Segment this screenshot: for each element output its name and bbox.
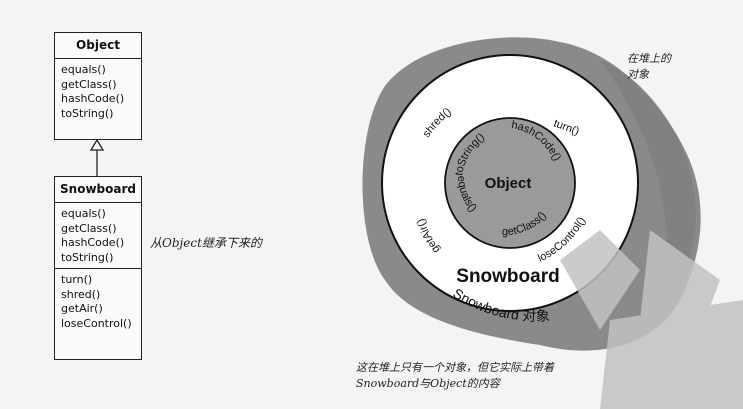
own-method: turn(): [61, 273, 93, 286]
own-method: getAir(): [61, 302, 103, 315]
own-method: loseControl(): [61, 316, 132, 330]
object-method: toString(): [61, 106, 114, 120]
inherited-method: hashCode(): [61, 236, 125, 249]
caption-line2: Snowboard与Object的内容: [356, 377, 500, 390]
watermark: [560, 230, 743, 409]
inherited-method: getClass(): [61, 221, 117, 235]
heap-label-line2: 对象: [627, 68, 649, 81]
object-core: [444, 117, 576, 249]
snowboard-class-name: Snowboard: [55, 177, 141, 203]
inherited-note: 从Object继承下来的: [150, 236, 262, 250]
object-methods: equals() getClass() hashCode() toString(…: [55, 59, 141, 124]
object-method: equals(): [61, 63, 106, 76]
inherited-method: toString(): [61, 250, 114, 264]
snowboard-inherited-methods: equals() getClass() hashCode() toString(…: [55, 203, 141, 268]
snowboard-class-box: Snowboard equals() getClass() hashCode()…: [54, 176, 142, 360]
snowboard-own-methods: turn() shred() getAir() loseControl(): [55, 268, 141, 334]
inherited-method: equals(): [61, 207, 106, 220]
own-method: shred(): [61, 287, 101, 301]
object-method: getClass(): [61, 77, 117, 91]
object-class-box: Object equals() getClass() hashCode() to…: [54, 32, 142, 140]
object-method: hashCode(): [61, 92, 125, 105]
snowboard-heap-label: Snowboard: [456, 266, 559, 287]
object-core-label: Object: [485, 175, 532, 192]
heap-label-line1: 在堆上的: [627, 52, 671, 65]
inheritance-arrowhead: [89, 138, 105, 151]
caption-line1: 这在堆上只有一个对象，但它实际上带着: [356, 361, 554, 374]
object-class-name: Object: [55, 33, 141, 59]
